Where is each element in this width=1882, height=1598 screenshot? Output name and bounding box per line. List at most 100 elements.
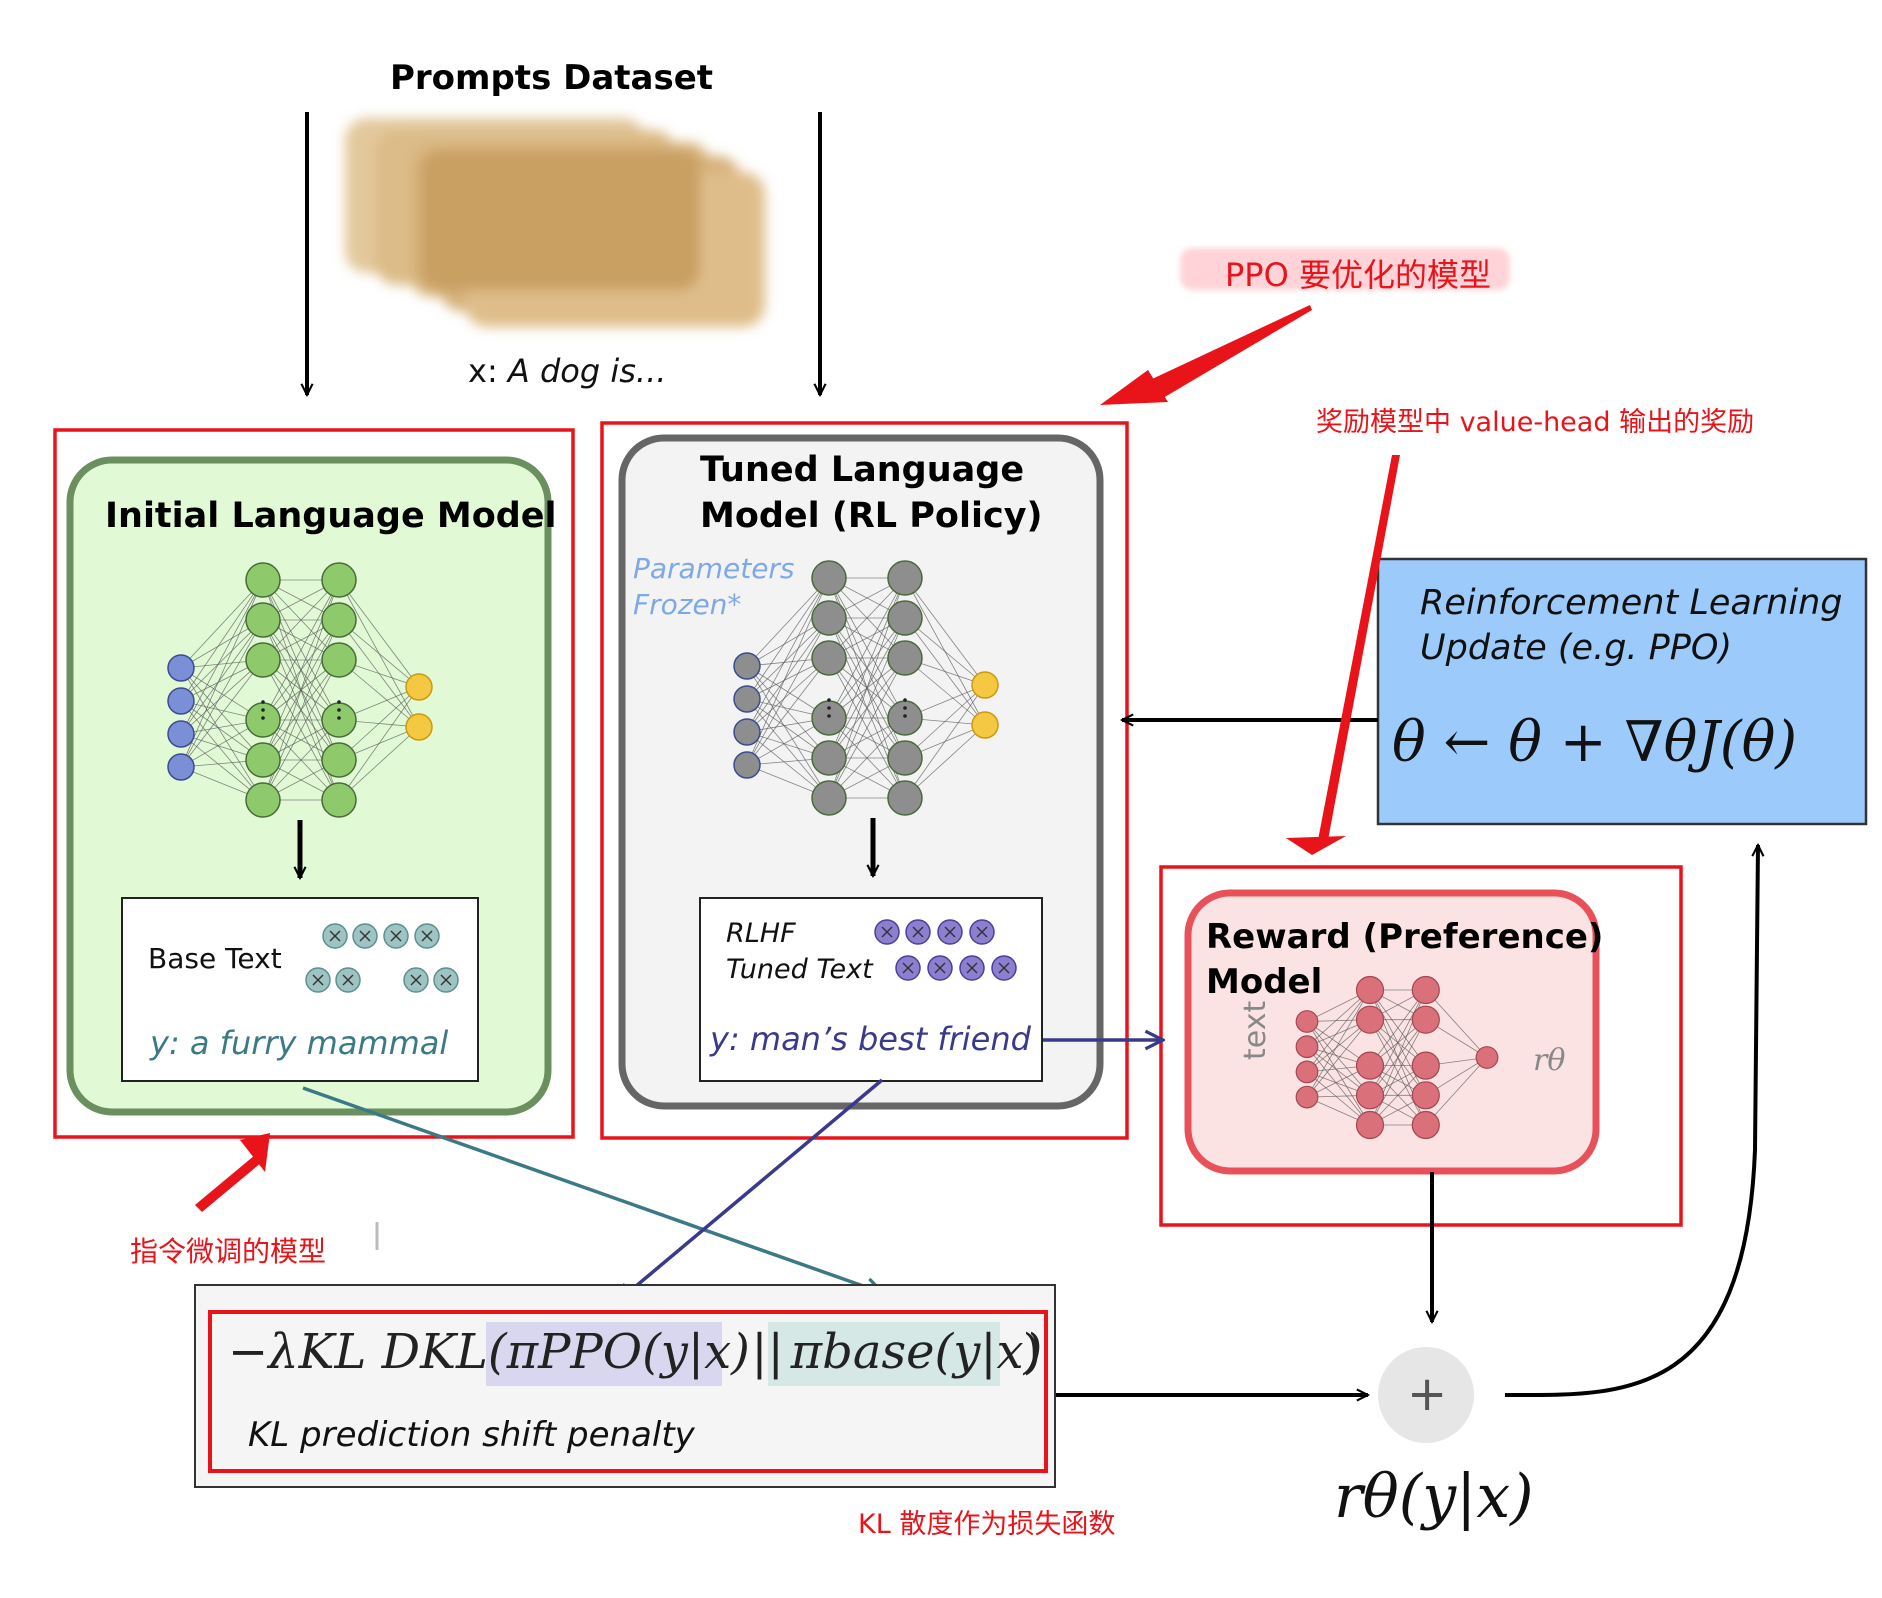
tuned-model-highlight xyxy=(600,421,1129,1140)
rl-update-title-2: Update (e.g. PPO) xyxy=(1420,628,1733,668)
ellipsis-dot xyxy=(337,708,341,712)
red-arrow-ppo xyxy=(1100,305,1312,405)
hidden-node xyxy=(811,780,847,816)
annotation-kl-loss: KL 散度作为损失函数 xyxy=(858,1509,1116,1540)
frozen-label-1: Parameters xyxy=(633,552,795,585)
token-circle xyxy=(959,955,985,981)
token-circle xyxy=(322,923,348,949)
hidden-node xyxy=(1355,1051,1385,1080)
kl-formula-prefix: −λKL DKL( xyxy=(228,1324,507,1380)
hidden-node xyxy=(1355,975,1385,1005)
input-node xyxy=(1295,1010,1319,1033)
input-node xyxy=(1295,1035,1319,1059)
prompts-stack xyxy=(345,118,765,327)
arrow-base-to-kl xyxy=(302,1086,883,1293)
hidden-node xyxy=(1355,1005,1385,1034)
output-node xyxy=(1475,1046,1499,1069)
initial-network-diagram xyxy=(167,562,433,818)
ellipsis-dot xyxy=(903,698,907,702)
rl-update-title-1: Reinforcement Learning xyxy=(1420,583,1843,623)
dataset-prompt: x: A dog is... xyxy=(468,352,666,390)
ellipsis-dot xyxy=(261,708,265,712)
red-arrow-reward xyxy=(1286,455,1400,855)
hidden-node xyxy=(321,562,357,598)
token-circle xyxy=(874,919,900,945)
sum-symbol: + xyxy=(1407,1366,1448,1422)
ellipsis-dot xyxy=(827,698,831,702)
hidden-node xyxy=(887,780,923,816)
reward-network-diagram xyxy=(1295,975,1499,1140)
tuned-tokens xyxy=(874,919,1017,981)
dataset-prompt-prefix: x: xyxy=(468,352,498,390)
ellipsis-dot xyxy=(903,714,907,718)
hidden-node xyxy=(1411,1005,1440,1034)
tuned-text-label-2: Tuned Text xyxy=(726,954,873,985)
hidden-node xyxy=(245,602,281,638)
initial-model-title: Initial Language Model xyxy=(105,496,557,536)
hidden-node xyxy=(811,740,847,776)
hidden-node xyxy=(321,742,357,778)
ppo-highlight xyxy=(486,1322,722,1386)
output-node xyxy=(405,673,433,701)
ellipsis-dot xyxy=(827,706,831,710)
hidden-node xyxy=(321,782,357,818)
reward-model-title-1: Reward (Preference) xyxy=(1206,917,1604,957)
kl-highlight xyxy=(208,1310,1048,1473)
hidden-node xyxy=(245,702,281,738)
token-circle xyxy=(433,967,459,993)
reward-output-symbol: rθ xyxy=(1533,1043,1566,1078)
hidden-node xyxy=(321,702,357,738)
ellipsis-dot xyxy=(261,716,265,720)
hidden-node xyxy=(887,640,923,676)
ellipsis-dot xyxy=(827,714,831,718)
sum-node xyxy=(1378,1347,1474,1443)
input-node xyxy=(167,654,195,682)
kl-label: KL prediction shift penalty xyxy=(248,1415,695,1455)
rl-update-formula: θ ← θ + ∇θJ(θ) xyxy=(1392,710,1798,775)
output-node xyxy=(405,713,433,741)
ellipsis-dot xyxy=(337,716,341,720)
tuned-text-label-1: RLHF xyxy=(726,918,796,949)
token-circle xyxy=(414,923,440,949)
frozen-label-2: Frozen* xyxy=(633,588,742,621)
ppo-annotation-glow xyxy=(1180,248,1510,290)
hidden-node xyxy=(1411,1081,1440,1110)
input-node xyxy=(733,685,761,713)
hidden-node xyxy=(1411,1051,1440,1080)
base-highlight xyxy=(768,1322,1000,1386)
base-output-text: y: a furry mammal xyxy=(150,1024,449,1062)
kl-term-ppo: πPPO(y|x) xyxy=(506,1324,750,1380)
rl-update-box xyxy=(1376,557,1868,826)
input-node xyxy=(167,753,195,781)
kl-term-base: πbase(y|x) xyxy=(790,1324,1043,1380)
initial-model-highlight xyxy=(53,428,575,1139)
token-circle xyxy=(969,919,995,945)
hidden-node xyxy=(321,642,357,678)
hidden-node xyxy=(811,700,847,736)
hidden-node xyxy=(887,700,923,736)
annotation-reward-value-head: 奖励模型中 value-head 输出的奖励 xyxy=(1316,407,1755,438)
hidden-node xyxy=(245,642,281,678)
input-node xyxy=(733,718,761,746)
tuned-network-diagram xyxy=(733,560,999,816)
reward-model-title-2: Model xyxy=(1206,962,1323,1002)
tuned-model-title-2: Model (RL Policy) xyxy=(700,496,1043,536)
annotation-instruct-model: 指令微调的模型 xyxy=(130,1235,327,1268)
base-text-label: Base Text xyxy=(148,942,282,975)
red-arrow-instruct xyxy=(195,1133,270,1212)
tuned-output-text: y: man’s best friend xyxy=(710,1020,1031,1058)
arrow-tuned-to-kl xyxy=(617,1078,884,1302)
hidden-node xyxy=(887,740,923,776)
kl-formula-suffix: ) xyxy=(1022,1324,1042,1380)
hidden-node xyxy=(887,600,923,636)
input-node xyxy=(733,652,761,680)
ellipsis-dot xyxy=(261,700,265,704)
output-node xyxy=(971,671,999,699)
hidden-node xyxy=(1355,1110,1385,1140)
hidden-node xyxy=(1355,1081,1385,1110)
token-circle xyxy=(937,919,963,945)
token-circle xyxy=(383,923,409,949)
hidden-node xyxy=(245,782,281,818)
token-circle xyxy=(352,923,378,949)
